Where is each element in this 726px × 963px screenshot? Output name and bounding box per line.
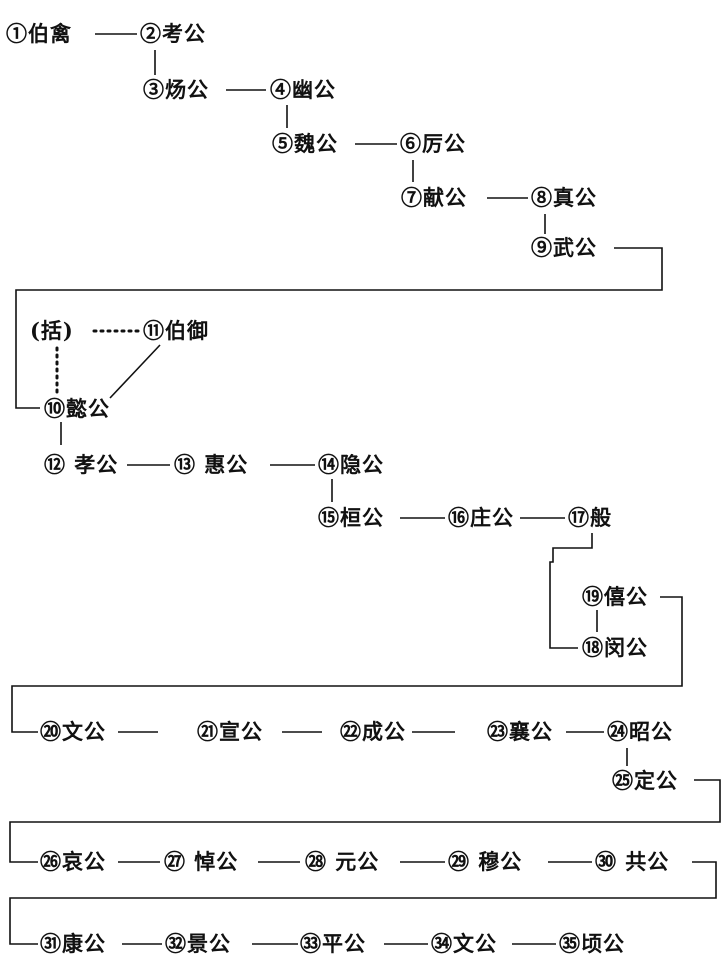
node-n3: ③炀公 [143, 77, 209, 102]
node-n33: ㉝平公 [300, 931, 366, 956]
node-n8: ⑧真公 [531, 185, 597, 210]
node-n29: ㉙ 穆公 [448, 849, 523, 874]
node-n20: ⑳文公 [40, 719, 106, 744]
node-n26: ㉖哀公 [40, 849, 106, 874]
node-n1: ①伯禽 [6, 21, 72, 46]
node-n27: ㉗ 悼公 [164, 849, 239, 874]
node-n12: ⑫ 孝公 [44, 452, 119, 477]
node-n19: ⑲僖公 [582, 584, 648, 609]
node-n23: ㉓襄公 [487, 719, 553, 744]
node-n32: ㉜景公 [165, 931, 231, 956]
node-n11: ⑪伯御 [143, 318, 209, 343]
edge-17-bracket [549, 533, 593, 649]
edge-10-11 [109, 344, 161, 399]
node-n35: ㉟顷公 [559, 931, 625, 956]
node-n21: ㉑宣公 [197, 719, 263, 744]
edge-25-26-wrap [9, 779, 721, 863]
node-n22: ㉒成公 [340, 719, 406, 744]
edge-30-31-wrap [9, 861, 717, 945]
edge-9-10-wrap [15, 247, 663, 409]
node-n4: ④幽公 [270, 77, 336, 102]
node-n31: ㉛康公 [40, 931, 106, 956]
node-n5: ⑤魏公 [272, 131, 338, 156]
node-n15: ⑮桓公 [318, 505, 384, 530]
node-n10: ⑩懿公 [44, 396, 110, 421]
edge-19-20-wrap [11, 596, 683, 733]
node-kuo: (括) [30, 318, 74, 343]
node-n28: ㉘ 元公 [305, 849, 380, 874]
node-n24: ㉔昭公 [607, 719, 673, 744]
node-n17: ⑰般 [568, 505, 612, 530]
node-n16: ⑯庄公 [448, 505, 514, 530]
node-n14: ⑭隐公 [318, 452, 384, 477]
node-n34: ㉞文公 [431, 931, 497, 956]
node-n6: ⑥厉公 [400, 131, 466, 156]
node-n7: ⑦献公 [401, 185, 467, 210]
node-n13: ⑬ 惠公 [174, 452, 249, 477]
node-n18: ⑱闵公 [582, 635, 648, 660]
node-n30: ㉚ 共公 [595, 849, 670, 874]
node-n25: ㉕定公 [612, 768, 678, 793]
node-n2: ②考公 [140, 21, 206, 46]
node-n9: ⑨武公 [531, 235, 597, 260]
